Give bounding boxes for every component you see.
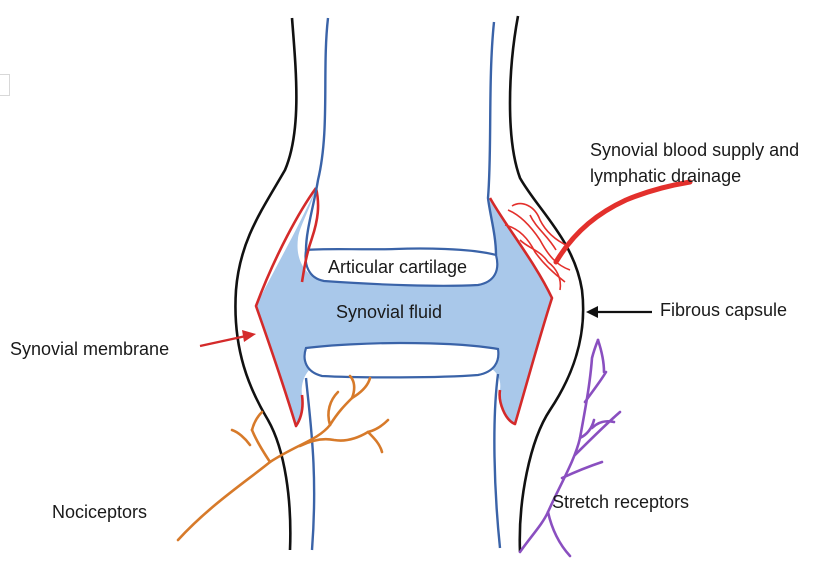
blood-supply-label-line1: Synovial blood supply and (590, 138, 799, 162)
articular-cartilage-lower (305, 343, 499, 377)
synovial-membrane-label: Synovial membrane (10, 337, 169, 361)
synovial-fluid-label: Synovial fluid (336, 300, 442, 324)
blood-supply-vessel (556, 182, 690, 262)
lower-bone-left-edge (306, 378, 314, 550)
blood-supply-label-line2: lymphatic drainage (590, 164, 741, 188)
stretch-receptors-label: Stretch receptors (552, 490, 689, 514)
articular-cartilage-label: Articular cartilage (328, 255, 467, 279)
nociceptors-label: Nociceptors (52, 500, 147, 524)
synovial-membrane-arrowhead (242, 330, 256, 342)
fibrous-capsule-label: Fibrous capsule (660, 298, 787, 322)
fibrous-capsule-arrowhead (586, 306, 598, 318)
